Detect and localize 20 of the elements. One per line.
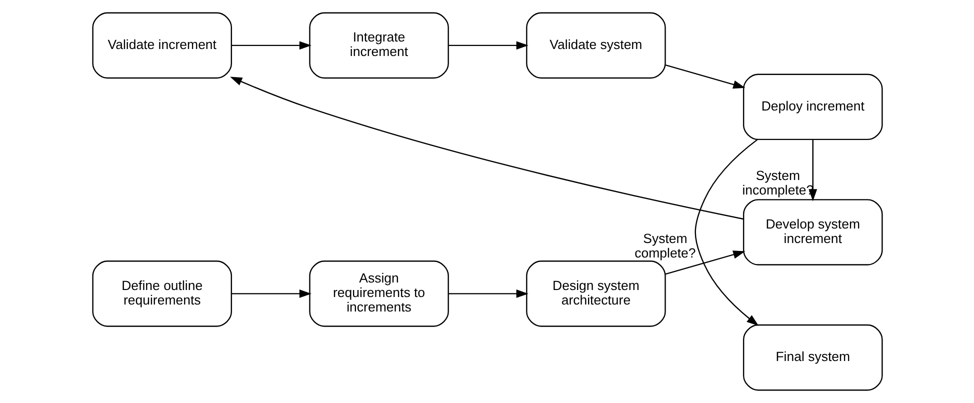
node-box: Assign requirements to increments [308,260,448,327]
edge-label: System incomplete? [742,168,814,198]
arrow [664,64,745,89]
edge-label: System complete? [634,230,696,260]
node-box: Define outline requirements [92,260,232,327]
node-box: Integrate increment [308,12,448,79]
arrow [230,76,743,220]
node-box: Deploy increment [742,74,882,140]
arrow [448,41,528,50]
node-box: Develop system increment [742,199,882,266]
arrow [664,250,745,275]
node-box: Design system architecture [526,260,666,327]
node-box: Validate system [526,12,666,79]
arrow [448,289,528,298]
arrow [231,289,311,298]
arrow [808,140,817,202]
node-box: Final system [742,324,882,391]
node-box: Validate increment [92,12,232,79]
arrow [231,41,311,50]
arrow [694,139,758,326]
